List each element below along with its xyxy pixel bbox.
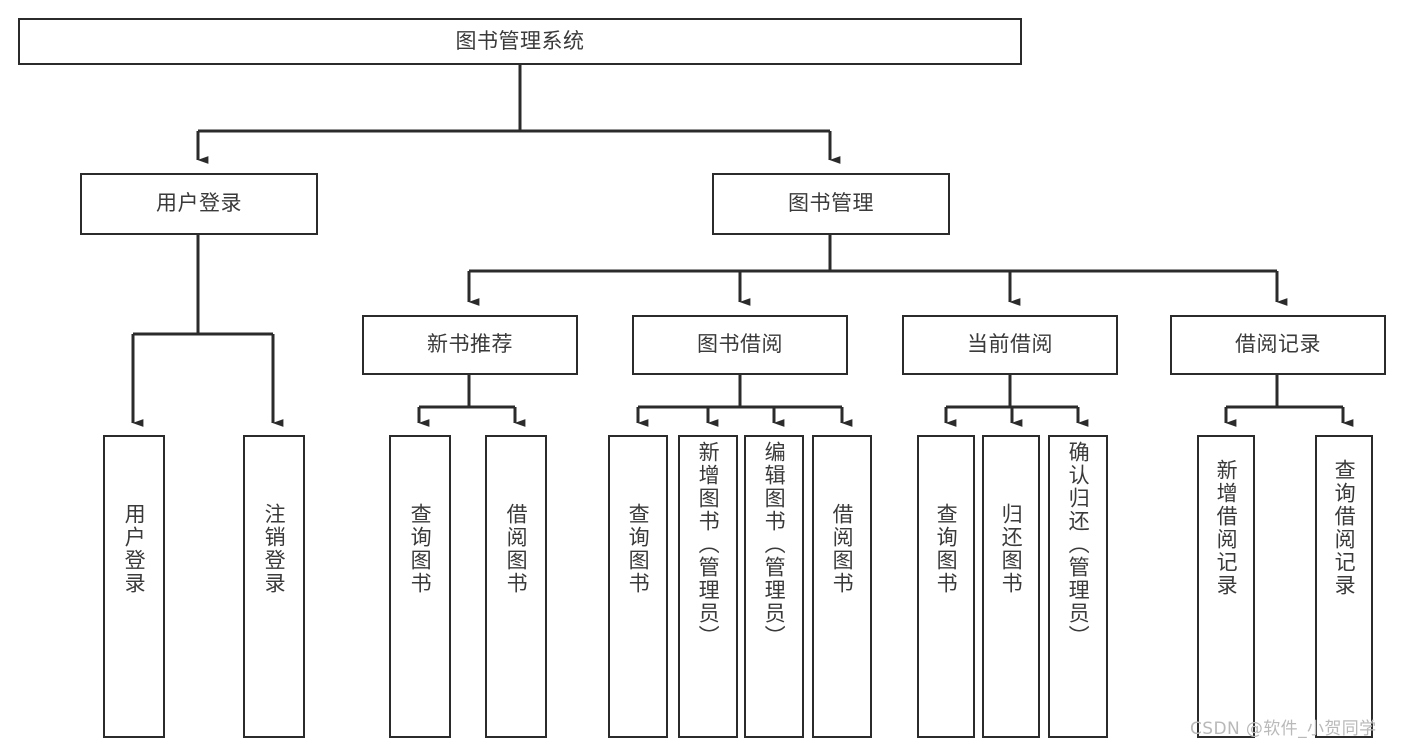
node-new-book-recommend-label: 新书推荐: [427, 332, 513, 357]
csdn-watermark: CSDN @软件_小贺同学: [1190, 719, 1377, 739]
node-borrow-record[interactable]: 借阅记录: [1170, 315, 1386, 375]
node-user-login-label: 用户登录: [156, 191, 242, 216]
leaf-return-book-label: 归还图书: [999, 503, 1024, 595]
leaf-add-book[interactable]: 新增图书（管理员）: [678, 435, 738, 738]
node-borrow-record-label: 借阅记录: [1235, 332, 1321, 357]
leaf-confirm-return-label: 确认归还（管理员）: [1066, 441, 1091, 648]
node-root-label: 图书管理系统: [455, 28, 585, 53]
leaf-query-book-3-label: 查询图书: [934, 503, 959, 595]
node-current-borrow[interactable]: 当前借阅: [902, 315, 1118, 375]
leaf-add-record[interactable]: 新增借阅记录: [1197, 435, 1255, 738]
node-book-management[interactable]: 图书管理: [712, 173, 950, 235]
leaf-query-book-1[interactable]: 查询图书: [389, 435, 451, 738]
node-current-borrow-label: 当前借阅: [967, 332, 1053, 357]
leaf-user-login-label: 用户登录: [122, 503, 147, 595]
leaf-borrow-book-1[interactable]: 借阅图书: [485, 435, 547, 738]
node-root[interactable]: 图书管理系统: [18, 18, 1022, 65]
leaf-borrow-book-2[interactable]: 借阅图书: [812, 435, 872, 738]
leaf-user-login[interactable]: 用户登录: [103, 435, 165, 738]
leaf-query-book-3[interactable]: 查询图书: [917, 435, 975, 738]
leaf-confirm-return[interactable]: 确认归还（管理员）: [1048, 435, 1108, 738]
leaf-query-book-2[interactable]: 查询图书: [608, 435, 668, 738]
leaf-add-book-label: 新增图书（管理员）: [696, 441, 721, 648]
leaf-edit-book-label: 编辑图书（管理员）: [762, 441, 787, 648]
node-book-borrow[interactable]: 图书借阅: [632, 315, 848, 375]
node-new-book-recommend[interactable]: 新书推荐: [362, 315, 578, 375]
leaf-add-record-label: 新增借阅记录: [1214, 459, 1239, 597]
leaf-borrow-book-1-label: 借阅图书: [504, 503, 529, 595]
leaf-query-book-1-label: 查询图书: [408, 503, 433, 595]
leaf-query-book-2-label: 查询图书: [626, 503, 651, 595]
leaf-query-record[interactable]: 查询借阅记录: [1315, 435, 1373, 738]
leaf-edit-book[interactable]: 编辑图书（管理员）: [744, 435, 804, 738]
leaf-query-record-label: 查询借阅记录: [1332, 459, 1357, 597]
leaf-logout-login-label: 注销登录: [262, 503, 287, 595]
node-book-management-label: 图书管理: [788, 191, 874, 216]
node-book-borrow-label: 图书借阅: [697, 332, 783, 357]
leaf-return-book[interactable]: 归还图书: [982, 435, 1040, 738]
node-user-login[interactable]: 用户登录: [80, 173, 318, 235]
leaf-borrow-book-2-label: 借阅图书: [830, 503, 855, 595]
leaf-logout-login[interactable]: 注销登录: [243, 435, 305, 738]
